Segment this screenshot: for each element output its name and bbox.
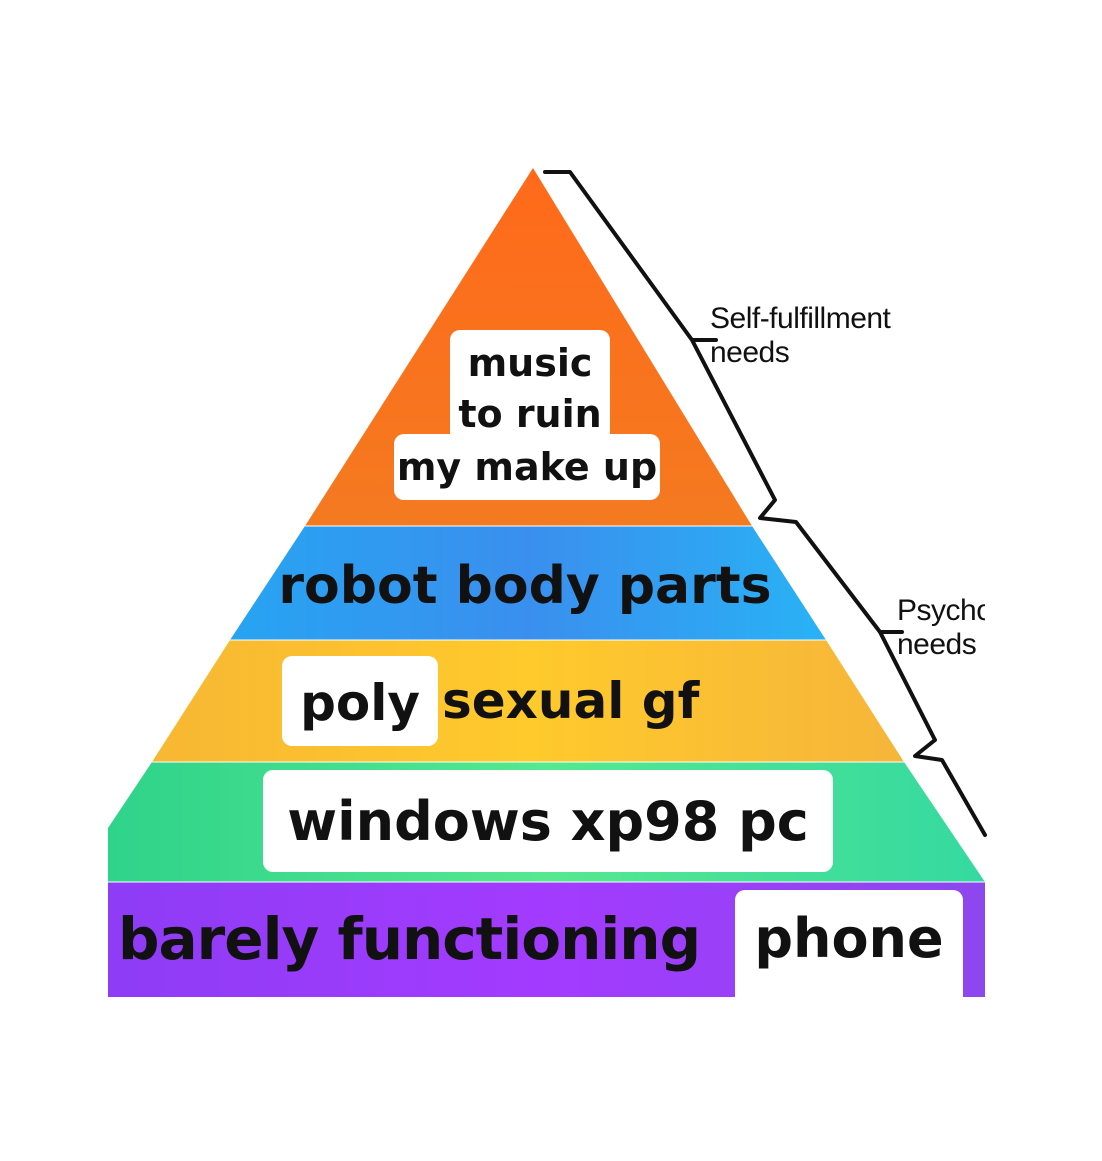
- level-5-label: barely functioning: [118, 905, 701, 973]
- level-1-label-box-bottom: [394, 434, 660, 500]
- bracket-1-line-1: Self-fulfillment: [710, 302, 891, 335]
- level-5-boxed-label-bg: [735, 890, 963, 997]
- level-4-label-box: [263, 770, 833, 872]
- level-3-boxed-label: poly: [300, 674, 420, 732]
- level-1-line-3: my make up: [396, 445, 658, 489]
- level-3-boxed-label-bg: [282, 656, 438, 746]
- bracket-2-line-1: Psycho: [897, 594, 985, 627]
- level-1-line-1: music: [467, 341, 593, 385]
- bracket-2-line-2: needs: [897, 628, 977, 661]
- level-1-line-2: to ruin: [458, 392, 602, 436]
- bracket-2-label: Psycho needs: [897, 594, 985, 662]
- level-4-label: windows xp98 pc: [287, 790, 809, 853]
- level-2-label: robot body parts: [278, 556, 772, 616]
- level-2-band: [230, 526, 826, 640]
- level-3-label: sexual gf: [442, 672, 700, 730]
- bracket-1-label: Self-fulfillment needs: [710, 302, 891, 370]
- bracket-1-line-2: needs: [710, 336, 790, 369]
- level-1-label-box-top: [450, 330, 610, 442]
- bracket-self-fulfillment: [543, 170, 780, 522]
- bracket-psychological: [776, 518, 987, 837]
- level-5-boxed-label: phone: [754, 907, 944, 970]
